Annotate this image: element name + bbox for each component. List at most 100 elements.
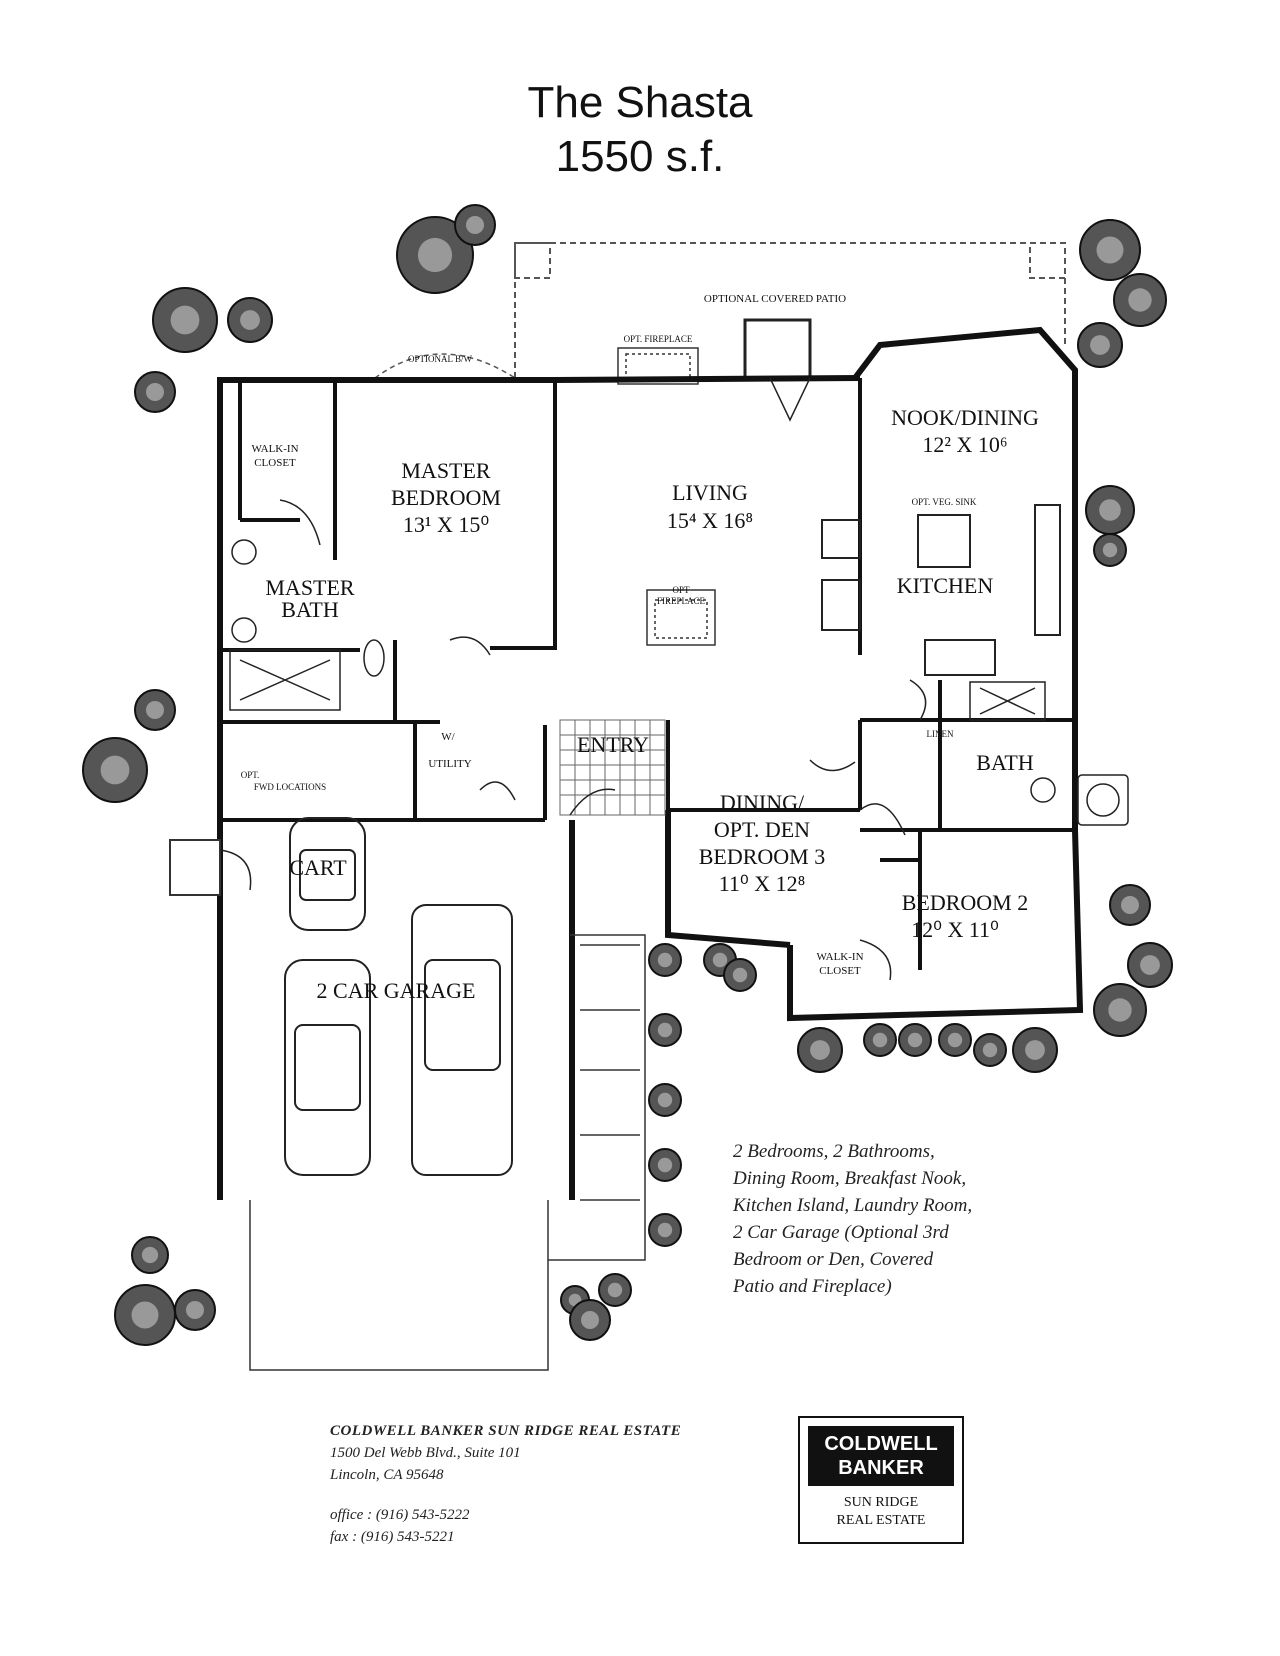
- living-label: LIVING: [672, 480, 748, 505]
- description-line: Kitchen Island, Laundry Room,: [733, 1195, 973, 1216]
- opt-fireplace-top-label: OPT. FIREPLACE: [624, 334, 693, 344]
- bedroom-2-size: 12⁰ X 11⁰: [911, 917, 999, 942]
- fax-number: fax : (916) 543-5221: [330, 1529, 455, 1545]
- optional-patio-outline: [514, 242, 1066, 378]
- dining-den-label-3: BEDROOM 3: [699, 844, 826, 869]
- master-bedroom-size: 13¹ X 15⁰: [403, 512, 489, 537]
- master-bedroom-label: MASTER: [401, 458, 491, 483]
- driveway: [249, 934, 646, 1371]
- tree-highlight: [141, 1246, 159, 1264]
- opt-veg-sink-label: OPT. VEG. SINK: [912, 497, 977, 507]
- logo-subtitle: SUN RIDGE REAL ESTATE: [800, 1494, 962, 1530]
- cart-label: CART: [289, 855, 347, 880]
- optional-bay-outline: [374, 353, 516, 379]
- logo-wordmark: COLDWELL BANKER: [808, 1426, 954, 1486]
- tree-highlight: [1096, 236, 1124, 264]
- dining-den-label-2: OPT. DEN: [714, 817, 810, 842]
- utility-label: W/: [441, 731, 455, 743]
- walk-in-closet-master-label: WALK-IN: [251, 443, 298, 455]
- tree-highlight: [657, 1022, 673, 1038]
- tree-highlight: [657, 1092, 673, 1108]
- walk-in-closet-master-label-2: CLOSET: [254, 457, 296, 469]
- two-car-garage-label: 2 CAR GARAGE: [317, 978, 476, 1003]
- logo-sub-line-2: REAL ESTATE: [836, 1513, 926, 1528]
- nook-dining-size: 12² X 10⁶: [922, 432, 1007, 457]
- office-phone: office : (916) 543-5222: [330, 1507, 470, 1523]
- tree-highlight: [1025, 1040, 1045, 1060]
- utility-label-2: UTILITY: [428, 758, 471, 770]
- tree-highlight: [466, 216, 484, 234]
- logo-line-2: BANKER: [838, 1457, 924, 1479]
- tree-highlight: [607, 1282, 623, 1298]
- tree-highlight: [1128, 288, 1152, 312]
- bedroom-2-label: BEDROOM 2: [902, 890, 1029, 915]
- logo-sub-line-1: SUN RIDGE: [843, 1495, 919, 1510]
- description-line: Dining Room, Breakfast Nook,: [733, 1168, 967, 1189]
- walk-in-closet-bed2-label-2: CLOSET: [819, 965, 861, 977]
- tree-highlight: [657, 1222, 673, 1238]
- tree-highlight: [186, 1301, 204, 1319]
- plan-title: The Shasta: [527, 78, 753, 127]
- landscape-trees: [82, 204, 1173, 1346]
- contact-block: COLDWELL BANKER SUN RIDGE REAL ESTATE 15…: [330, 1420, 681, 1548]
- master-bath-label: MASTER: [265, 575, 355, 600]
- tree-highlight: [1102, 542, 1118, 558]
- room-labels: WALK-IN CLOSET MASTER BEDROOM 13¹ X 15⁰ …: [241, 405, 1039, 1003]
- description-line: 2 Bedrooms, 2 Bathrooms,: [733, 1141, 935, 1162]
- master-bath-label-2: BATH: [281, 597, 339, 622]
- plan-description: 2 Bedrooms, 2 Bathrooms, Dining Room, Br…: [733, 1138, 1073, 1300]
- tree-highlight: [732, 967, 748, 983]
- coldwell-banker-logo: COLDWELL BANKER SUN RIDGE REAL ESTATE: [798, 1416, 964, 1544]
- living-size: 15⁴ X 16⁸: [667, 508, 753, 533]
- dining-den-label: DINING/: [720, 790, 805, 815]
- tree-highlight: [1140, 955, 1160, 975]
- tree-highlight: [947, 1032, 963, 1048]
- tree-highlight: [146, 383, 164, 401]
- opt-fwd-locations-label: OPT.: [241, 770, 260, 780]
- tree-highlight: [146, 701, 164, 719]
- linen-label: LINEN: [927, 729, 954, 739]
- chimney-block: [743, 318, 812, 380]
- optional-bay-label: OPTIONAL B/W: [408, 354, 472, 364]
- tree-highlight: [1108, 998, 1132, 1022]
- entry-tile: [559, 719, 666, 816]
- opt-fireplace-living-label: OPT: [672, 585, 690, 595]
- tree-highlight: [1090, 335, 1110, 355]
- plan-square-feet: 1550 s.f.: [555, 132, 725, 181]
- entry-label: ENTRY: [577, 732, 649, 757]
- garage-cars: [284, 817, 513, 1176]
- kitchen-counters: [821, 504, 1061, 676]
- tree-highlight: [982, 1042, 998, 1058]
- master-bedroom-label-2: BEDROOM: [391, 485, 501, 510]
- tree-highlight: [657, 952, 673, 968]
- bath-label: BATH: [976, 750, 1034, 775]
- logo-line-1: COLDWELL: [824, 1433, 938, 1455]
- bath-fixtures: [229, 539, 1129, 826]
- tree-highlight: [131, 1301, 159, 1329]
- address-line-1: 1500 Del Webb Blvd., Suite 101: [330, 1445, 521, 1461]
- description-line: Bedroom or Den, Covered: [733, 1249, 934, 1270]
- company-name: COLDWELL BANKER SUN RIDGE REAL ESTATE: [330, 1423, 682, 1439]
- tree-highlight: [240, 310, 260, 330]
- opt-fireplace-living-label-2: FIREPLACE: [657, 596, 706, 606]
- optional-covered-patio-label: OPTIONAL COVERED PATIO: [704, 293, 846, 305]
- tree-highlight: [581, 1311, 599, 1329]
- tree-highlight: [907, 1032, 923, 1048]
- tree-highlight: [712, 952, 728, 968]
- walk-in-closet-bed2-label: WALK-IN: [816, 951, 863, 963]
- tree-highlight: [810, 1040, 830, 1060]
- tree-highlight: [872, 1032, 888, 1048]
- opt-fireplace-living: [646, 589, 716, 646]
- opt-fwd-locations-label-2: FWD LOCATIONS: [254, 782, 326, 792]
- dining-den-size: 11⁰ X 12⁸: [719, 871, 806, 896]
- tree-highlight: [170, 305, 200, 335]
- side-stoop: [169, 839, 221, 896]
- tree-highlight: [1121, 896, 1139, 914]
- kitchen-label: KITCHEN: [897, 573, 994, 598]
- tree-highlight: [100, 755, 130, 785]
- description-line: Patio and Fireplace): [733, 1276, 892, 1297]
- tree-highlight: [1099, 499, 1121, 521]
- address-line-2: Lincoln, CA 95648: [330, 1467, 444, 1483]
- door-swings: [219, 377, 927, 981]
